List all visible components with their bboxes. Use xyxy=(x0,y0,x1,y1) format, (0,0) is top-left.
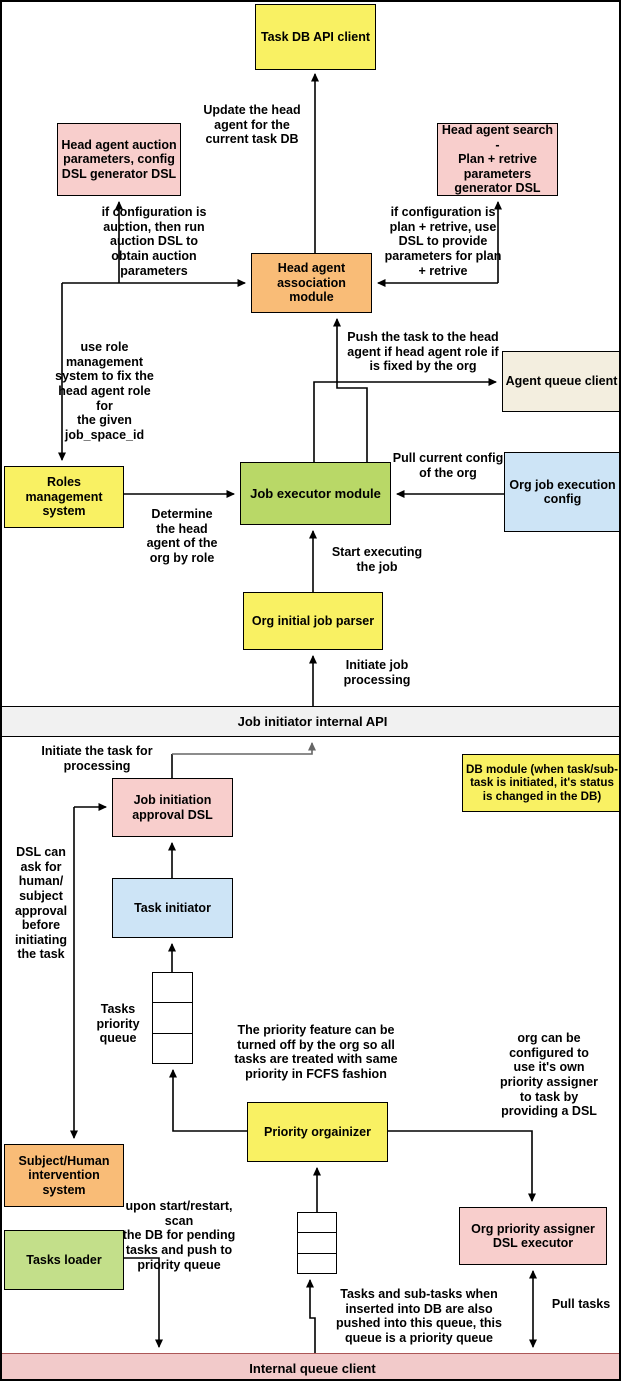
node-tasks-loader: Tasks loader xyxy=(4,1230,124,1290)
node-head-agent-search-dsl: Head agent search - Plan + retrive param… xyxy=(437,123,558,196)
node-task-initiator: Task initiator xyxy=(112,878,233,938)
arrow-priority-to-queue1 xyxy=(169,1069,247,1132)
arrow-priority-to-assigner xyxy=(388,1130,536,1202)
label-org-can-be-configured: org can be configured to use it's own pr… xyxy=(500,1031,598,1119)
node-subject-human-intervention: Subject/Human intervention system xyxy=(4,1144,124,1207)
label-use-role-management: use role management system to fix the he… xyxy=(55,340,154,442)
node-agent-queue-client: Agent queue client xyxy=(502,351,619,412)
node-org-initial-job-parser: Org initial job parser xyxy=(243,592,383,650)
label-tasks-priority-queue: Tasks priority queue xyxy=(96,1002,140,1046)
label-initiate-task-processing: Initiate the task for processing xyxy=(41,744,153,773)
label-upon-start-restart: upon start/restart, scan the DB for pend… xyxy=(122,1199,236,1272)
node-org-priority-assigner-dsl: Org priority assigner DSL executor xyxy=(459,1207,607,1265)
label-dsl-can-ask-approval: DSL can ask for human/ subject approval … xyxy=(14,845,68,962)
label-push-task-to-head-agent: Push the task to the head agent if head … xyxy=(347,330,499,374)
label-start-executing-job: Start executing the job xyxy=(331,545,423,574)
arrow-exec-to-assoc xyxy=(333,318,368,462)
db-priority-queue-shape xyxy=(297,1212,337,1274)
arrow-loader-to-internal-queue xyxy=(124,1257,163,1348)
queue-cell xyxy=(297,1233,337,1254)
tasks-priority-queue-shape xyxy=(152,972,193,1064)
label-if-configuration-plan: if configuration is plan + retrive, use … xyxy=(384,205,502,278)
queue-cell xyxy=(152,1033,193,1064)
node-head-agent-association-module: Head agent association module xyxy=(251,253,372,313)
label-priority-feature-off: The priority feature can be turned off b… xyxy=(234,1023,398,1081)
node-db-module: DB module (when task/sub- task is initia… xyxy=(462,754,619,812)
queue-cell xyxy=(152,1003,193,1034)
node-task-db-api-client: Task DB API client xyxy=(255,4,376,70)
queue-cell xyxy=(297,1212,337,1234)
arrow-exec-to-agent-queue xyxy=(313,378,497,462)
node-org-job-execution-config: Org job execution config xyxy=(504,452,619,532)
label-pull-current-config: Pull current config of the org xyxy=(392,451,504,480)
label-determine-head-agent: Determine the head agent of the org by r… xyxy=(146,507,218,565)
queue-cell xyxy=(297,1253,337,1274)
arrow-internal-queue-to-queue2 xyxy=(306,1279,316,1353)
label-tasks-inserted-into-db: Tasks and sub-tasks when inserted into D… xyxy=(336,1287,502,1345)
label-pull-tasks: Pull tasks xyxy=(551,1297,611,1311)
label-if-configuration-auction: if configuration is auction, then run au… xyxy=(101,205,207,278)
node-job-initiation-approval-dsl: Job initiation approval DSL xyxy=(112,778,233,837)
arrow-approval-to-band xyxy=(172,742,316,755)
label-update-head-agent: Update the head agent for the current ta… xyxy=(203,103,301,147)
label-initiate-job-processing: Initiate job processing xyxy=(343,658,411,687)
node-job-executor-module: Job executor module xyxy=(240,462,391,525)
band-internal-queue-client: Internal queue client xyxy=(2,1353,619,1379)
band-job-initiator-internal-api: Job initiator internal API xyxy=(2,706,619,737)
queue-cell xyxy=(152,972,193,1004)
node-roles-management-system: Roles management system xyxy=(4,466,124,528)
node-head-agent-auction-dsl: Head agent auction parameters, config DS… xyxy=(57,123,181,196)
node-priority-orgainizer: Priority orgainizer xyxy=(247,1102,388,1162)
